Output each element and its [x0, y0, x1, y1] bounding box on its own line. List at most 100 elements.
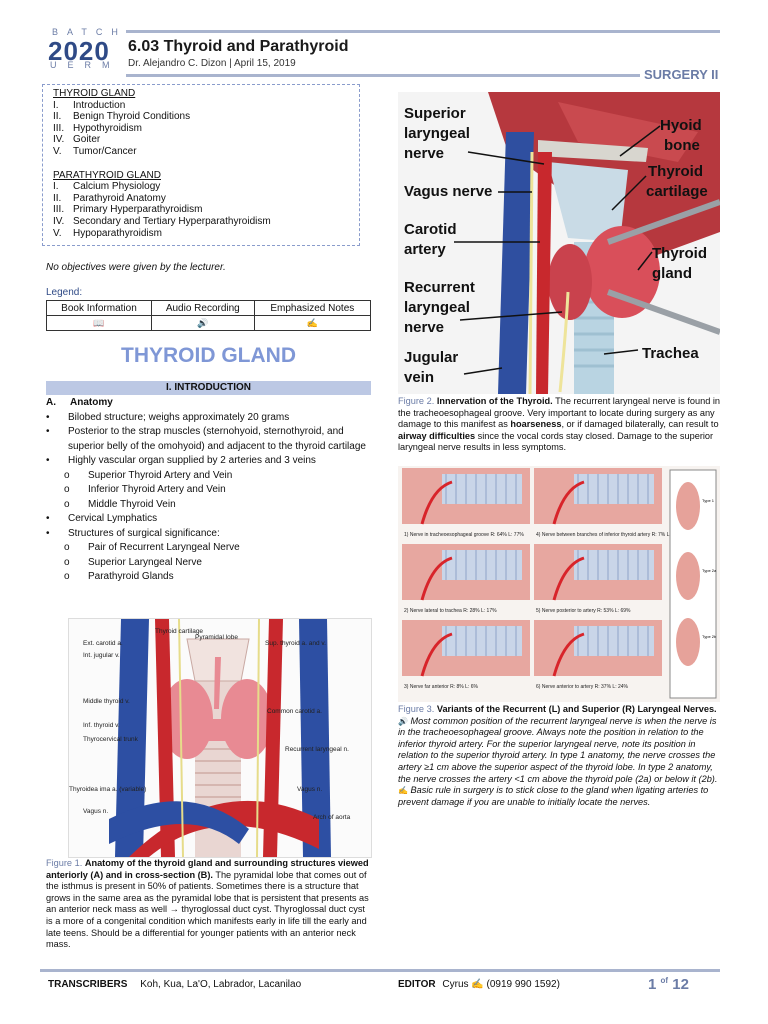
anatomy-sub-bullet-text: Middle Thyroid Vein [88, 498, 176, 510]
fig1-label-thyroidea-ima: Thyroidea ima a. (variable) [69, 786, 146, 793]
figure-2-caption: Figure 2. Innervation of the Thyroid. Th… [398, 396, 722, 454]
legend-table: Book Information Audio Recording Emphasi… [46, 300, 372, 331]
outline-parathyroid-item: III.Primary Hyperparathyroidism [53, 204, 359, 216]
legend-audio-header: Audio Recording [150, 300, 255, 316]
fig2-caption-hoarseness: hoarseness [510, 419, 562, 430]
anatomy-bullet: •Highly vascular organ supplied by 2 art… [46, 454, 371, 469]
anatomy-sub-bullet-text: Inferior Thyroid Artery and Vein [88, 484, 226, 495]
fig2-label-cartilage: cartilage [646, 183, 708, 200]
fig3-panel: 6) Nerve anterior to artery R: 37% L: 24… [534, 620, 662, 690]
fig2-label-thyroid-1: Thyroid [648, 163, 703, 180]
anatomy-bullet: •Cervical Lymphatics [46, 512, 371, 527]
fig3-panel-label: 5) Nerve posterior to artery R: 53% L: 6… [536, 608, 631, 614]
outline-parathyroid-item-label: Primary Hyperparathyroidism [73, 204, 203, 216]
outline-parathyroid-item: V. Hypoparathyroidism [53, 228, 359, 240]
section-title: THYROID GLAND [121, 344, 296, 367]
outline-thyroid-item-number: I. [53, 99, 59, 111]
fig1-label-ext-carotid: Ext. carotid a. [83, 640, 123, 647]
fig2-caption-text2: , or if damaged bilaterally, can result … [561, 419, 719, 430]
fig1-label-inf-thyroid: Inf. thyroid v. [83, 722, 120, 729]
introduction-bar: I. INTRODUCTION [46, 381, 371, 395]
editor-name: Cyrus ✍ (0919 990 1592) [442, 979, 560, 990]
anatomy-bullet-text: Bilobed structure; weighs approximately … [68, 411, 290, 423]
fig2-label-bone: bone [664, 137, 700, 154]
figure-1-image: Ext. carotid a. Int. jugular v. Thyroid … [68, 618, 372, 858]
outline-thyroid-item-number: IV. [53, 134, 65, 146]
figure-2-image: Superior laryngeal nerve Vagus nerve Car… [398, 92, 720, 394]
fig2-label-thyroid-2: Thyroid [652, 245, 707, 262]
page-of: of [660, 976, 669, 985]
outline-thyroid-item-number: II. [53, 111, 62, 123]
outline-thyroid-item-label: Tumor/Cancer [73, 145, 137, 157]
anatomy-bullet: •Structures of surgical significance: [46, 527, 371, 542]
transcribers-label: TRANSCRIBERS [48, 979, 128, 990]
fig3-panel-label: 2) Nerve lateral to trachea R: 28% L: 17… [404, 608, 497, 614]
author-date: Dr. Alejandro C. Dizon | April 15, 2019 [128, 58, 296, 69]
page-number: 1 of 12 [648, 976, 689, 993]
fig2-label-recurrent: Recurrent [404, 279, 475, 296]
no-objectives-note: No objectives were given by the lecturer… [46, 262, 226, 273]
fig3-audio-icon: 🔊 [398, 716, 408, 726]
outline-thyroid-item-number: V. [53, 145, 62, 157]
outline-parathyroid-item-number: V. [53, 227, 62, 239]
outline-parathyroid-item-label: Hypoparathyroidism [73, 227, 162, 239]
book-icon: 📖 [46, 315, 152, 331]
fig1-label-thyroid-cartilage: Thyroid cartilage [155, 628, 203, 635]
outline-thyroid-head: THYROID GLAND [53, 88, 136, 99]
fig3-panel-label: 4) Nerve between branches of inferior th… [536, 532, 683, 538]
fig3-caption-label: Figure 3. [398, 704, 435, 714]
fig2-label-trachea: Trachea [642, 345, 699, 362]
fig3-side-label: Type 2b [702, 634, 717, 639]
outline-parathyroid-item-label: Parathyroid Anatomy [73, 192, 166, 204]
fig2-caption-airway: airway difficulties [398, 430, 476, 441]
fig1-label-middle-thyroid: Middle thyroid v. [83, 698, 130, 705]
anatomy-heading: Anatomy [70, 397, 113, 408]
fig1-caption-text: The pyramidal lobe that comes out of the… [46, 869, 369, 950]
figure-3-image: 1) Nerve in tracheoesophageal groove R: … [398, 466, 720, 702]
fig3-panel-label: 6) Nerve anterior to artery R: 37% L: 24… [536, 684, 629, 690]
anatomy-sub-bullet-text: Pair of Recurrent Laryngeal Nerve [88, 542, 240, 553]
fig1-label-common-carotid: Common carotid a. [267, 708, 322, 715]
subject-rule [126, 74, 640, 77]
outline-parathyroid-item-label: Calcium Physiology [73, 181, 161, 193]
fig3-panel-label: 3) Nerve far anterior R: 8% L: 6% [404, 684, 478, 690]
outline-parathyroid-head: PARATHYROID GLAND [53, 169, 161, 181]
anatomy-bullet-text: Highly vascular organ supplied by 2 arte… [68, 455, 316, 466]
fig3-caption-text: Most common position of the recurrent la… [398, 715, 718, 784]
fig1-label-vagus-right: Vagus n. [297, 786, 322, 793]
legend-book-header: Book Information [46, 300, 152, 316]
figure-1-caption: Figure 1. Anatomy of the thyroid gland a… [46, 858, 371, 951]
outline-thyroid-item-number: III. [53, 122, 65, 134]
anatomy-sub-bullet-text: Superior Thyroid Artery and Vein [88, 469, 233, 481]
fig3-panel: 1) Nerve in tracheoesophageal groove R: … [402, 468, 530, 538]
fig2-label-gland: gland [652, 265, 692, 282]
outline-thyroid-item: IV.Goiter [53, 134, 359, 146]
logo-batch: BATCH [52, 27, 127, 37]
outline-thyroid-item: III. Hypothyroidism [53, 123, 359, 135]
fig3-panel-label: 1) Nerve in tracheoesophageal groove R: … [404, 532, 524, 538]
outline-parathyroid-item: II.Parathyroid Anatomy [53, 193, 359, 205]
outline-parathyroid-item: I. Calcium Physiology [53, 181, 359, 193]
page-title: 6.03 Thyroid and Parathyroid [128, 38, 349, 55]
anatomy-sub-bullet-text: Parathyroid Glands [88, 571, 174, 582]
fig3-note-icon: ✍ [398, 786, 408, 796]
outline-parathyroid-item-number: I. [53, 181, 59, 193]
outline-thyroid-item-label: Hypothyroidism [73, 122, 142, 134]
outline-thyroid-item: II. Benign Thyroid Conditions [53, 111, 359, 123]
page-total: 12 [672, 976, 689, 993]
logo-year: 2020 [48, 36, 110, 66]
outline-parathyroid-item: IV.Secondary and Tertiary Hyperparathyro… [53, 216, 359, 228]
anatomy-bullet-text: Structures of surgical significance: [68, 527, 220, 539]
fig2-label-jugular: Jugular [404, 349, 458, 366]
anatomy-section: A.Anatomy •Bilobed structure; weighs app… [46, 396, 371, 585]
fig2-label-superior: Superior [404, 105, 466, 122]
fig1-caption-label: Figure 1. [46, 858, 83, 868]
outline-thyroid-item: I.Introduction [53, 100, 359, 112]
outline-thyroid-item-label: Benign Thyroid Conditions [73, 111, 191, 123]
